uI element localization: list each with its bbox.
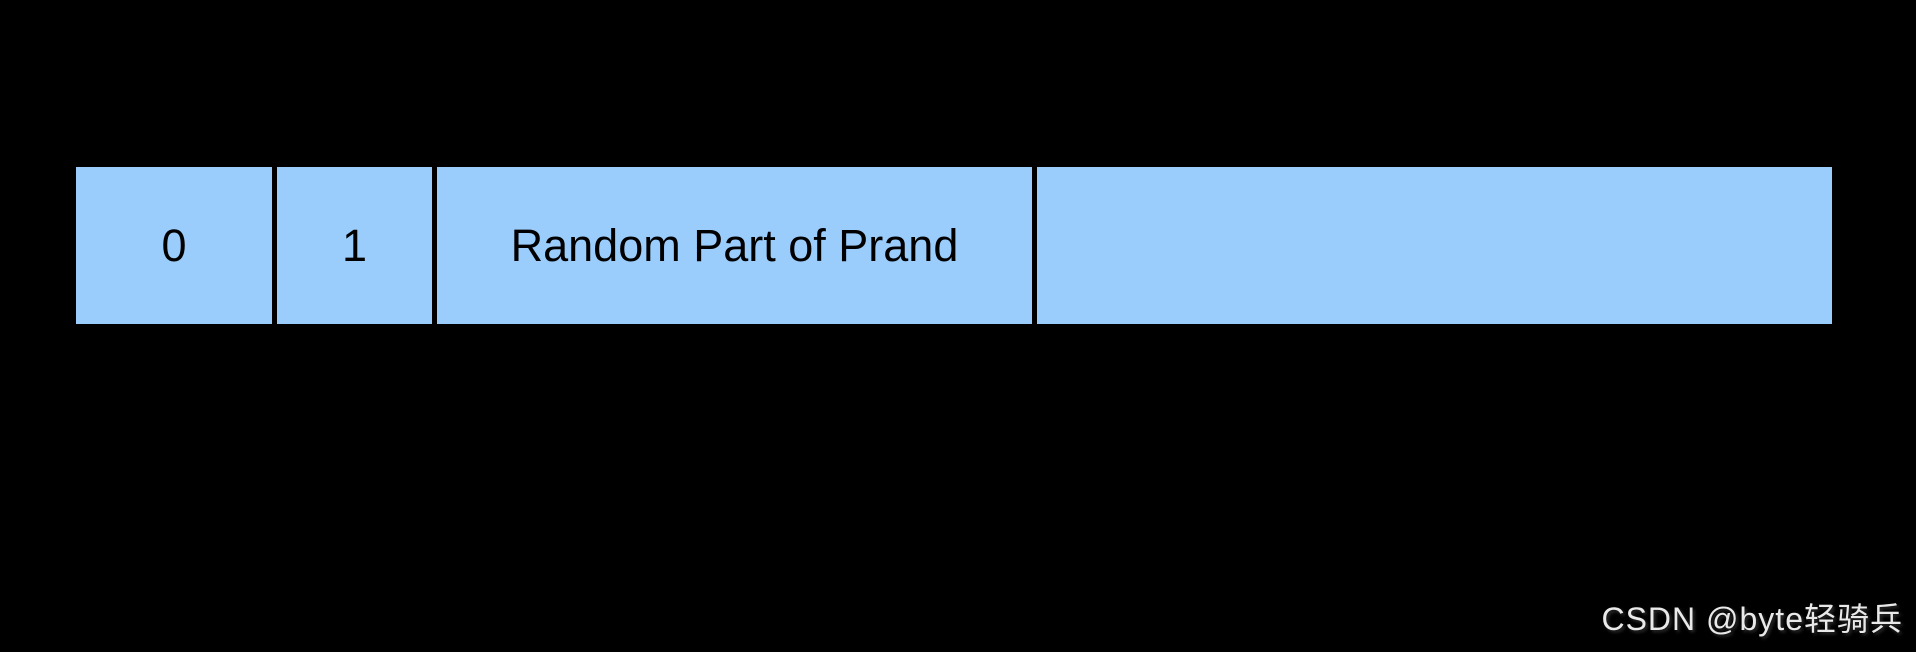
csdn-watermark: CSDN @byte轻骑兵 [1601,601,1903,637]
bitfield-cell-empty [1037,167,1832,324]
bitfield-bar: 0 1 Random Part of Prand [76,167,1832,324]
cell-label-0: 0 [161,220,187,271]
cell-label-1: 1 [341,220,368,271]
cell-label-random-part: Random Part of Prand [510,220,959,271]
bitfield-cell-random-part: Random Part of Prand [437,167,1032,324]
bitfield-cell-1: 1 [277,167,432,324]
bitfield-cell-0: 0 [76,167,272,324]
